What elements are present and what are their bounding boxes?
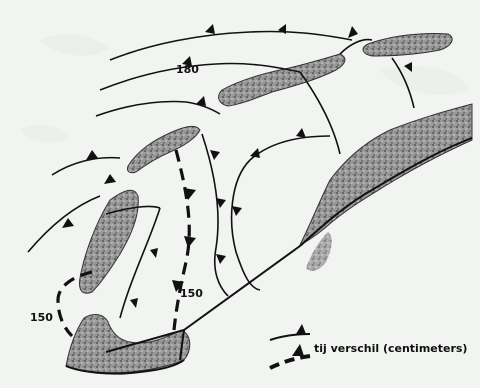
- background-texture: [20, 34, 470, 143]
- legend-dashed-line-sample: [269, 354, 311, 370]
- isoline-upper-right: [339, 38, 373, 55]
- label-150-center: 150: [180, 287, 203, 300]
- isoline-inner-arc: [299, 71, 341, 155]
- island-small-upper-left: [127, 125, 201, 174]
- label-180: 180: [176, 63, 199, 76]
- isoline-inner-left: [105, 205, 161, 215]
- isoline-right-a: [391, 57, 415, 109]
- isoline-center-v: [201, 133, 229, 297]
- isoline-center-lower: [119, 207, 161, 319]
- legend-text: tij verschil (centimeters): [314, 342, 467, 355]
- isoline-loop: [230, 159, 261, 291]
- isoline-loop-top: [249, 135, 331, 161]
- isoline-third: [95, 100, 221, 117]
- legend: tij verschil (centimeters): [269, 324, 467, 370]
- isoline-180: [99, 62, 301, 91]
- isoline-left-low: [27, 195, 101, 253]
- dashed-isoline-barbs: [172, 188, 196, 292]
- island-left-long: [79, 189, 139, 294]
- tidal-isolines: [27, 30, 415, 319]
- island-mid-elongated: [218, 53, 346, 107]
- isoline-barbs: [62, 24, 412, 308]
- coastline-lines: [65, 137, 473, 375]
- legend-solid-line-sample: [269, 333, 311, 341]
- dashed-isoline-left: [56, 270, 93, 338]
- label-150-left: 150: [30, 311, 53, 324]
- mainland-bottom-left: [65, 314, 191, 374]
- isoline-left-mid: [51, 156, 121, 176]
- shoal-lower-right: [306, 232, 332, 271]
- tidal-dashed-isolines: [56, 149, 191, 338]
- isoline-top: [109, 30, 353, 61]
- dashed-isoline-center: [172, 149, 191, 331]
- island-top-right: [362, 33, 453, 57]
